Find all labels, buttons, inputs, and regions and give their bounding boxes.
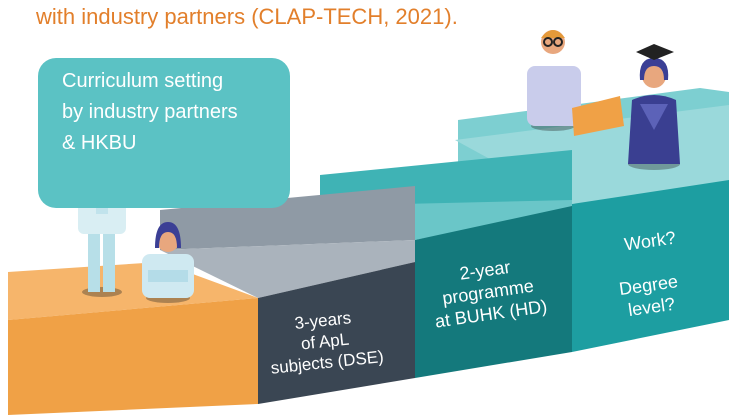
curriculum-note-line: by industry partners bbox=[62, 101, 238, 123]
buhk-step-side bbox=[415, 206, 572, 378]
top-step-side bbox=[572, 180, 729, 352]
curriculum-note-line: & HKBU bbox=[62, 132, 137, 154]
teacher-with-laptop-figure bbox=[527, 30, 624, 136]
apl-step-back-wall bbox=[160, 186, 415, 250]
apl-step-surface bbox=[160, 240, 415, 298]
curriculum-note-line: Curriculum setting bbox=[62, 70, 224, 92]
apl-step-label: 3-years of ApL subjects (DSE) bbox=[260, 304, 390, 380]
curriculum-note-text: Curriculum setting by industry partners … bbox=[62, 66, 238, 159]
apl-step-side bbox=[258, 262, 415, 404]
caption-text: with industry partners (CLAP-TECH, 2021)… bbox=[36, 4, 458, 29]
student-figure bbox=[142, 222, 194, 303]
curriculum-note: Curriculum setting by industry partners … bbox=[38, 58, 290, 208]
graduate-figure bbox=[628, 44, 680, 170]
starting-step-surface bbox=[8, 262, 258, 320]
starting-step-side bbox=[8, 298, 258, 415]
